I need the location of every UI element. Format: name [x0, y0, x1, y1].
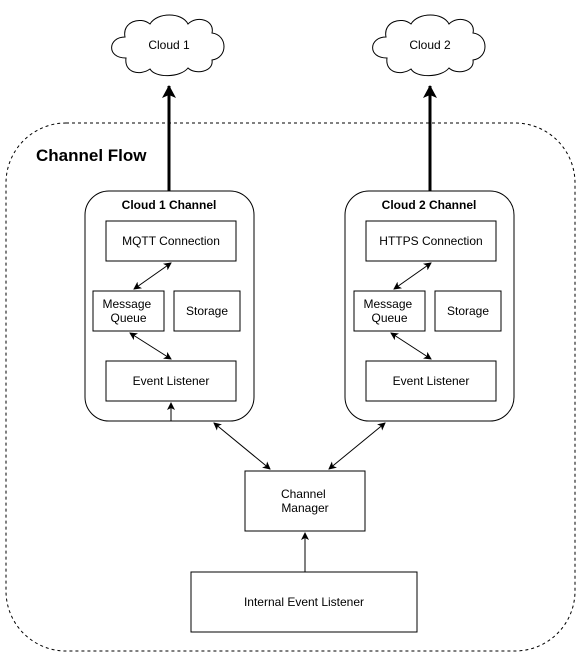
channel-manager-line2: Manager [281, 501, 328, 515]
message-queue-1-line2: Queue [110, 311, 146, 325]
event-listener-1-box [105, 360, 237, 402]
cloud-1-label: Cloud 1 [148, 38, 190, 52]
cloud-2-label: Cloud 2 [409, 38, 451, 52]
message-queue-2-box [353, 290, 426, 332]
cloud-2-channel: Cloud 2 Channel HTTPS Connection Message… [344, 190, 515, 422]
cloud-2-shape [372, 14, 486, 77]
message-queue-2-line2: Queue [371, 311, 407, 325]
channel-manager-line1: Channel [281, 487, 326, 501]
cloud-2-node: Cloud 2 [372, 14, 486, 77]
message-queue-1-box [92, 290, 165, 332]
channel-manager-label: Channel Manager [281, 487, 329, 515]
message-queue-1-label: Message Queue [102, 297, 154, 325]
storage-1-box [173, 290, 241, 332]
message-queue-2-line1: Message [363, 297, 412, 311]
internal-event-listener-box [190, 571, 418, 633]
cloud-2-channel-title: Cloud 2 Channel [382, 198, 477, 212]
event-listener-2-label: Event Listener [393, 374, 470, 388]
internal-event-listener-label: Internal Event Listener [244, 595, 364, 609]
group-title: Channel Flow [36, 146, 147, 165]
queue2-listener-arrow [390, 332, 432, 360]
cloud-1-channel-title: Cloud 1 Channel [122, 198, 217, 212]
queue2-https-arrow [393, 262, 432, 290]
message-queue-2-label: Message Queue [363, 297, 415, 325]
storage-2-label: Storage [447, 304, 489, 318]
queue1-listener-arrow [129, 332, 172, 360]
cloud-1-channel: Cloud 1 Channel MQTT Connection Message … [84, 190, 255, 422]
channel1-manager-arrow [213, 422, 271, 470]
storage-2-box [434, 290, 502, 332]
channel-flow-group [5, 122, 576, 652]
message-queue-1-line1: Message [102, 297, 151, 311]
cloud-1-shape [111, 14, 225, 77]
mqtt-connection-box [105, 220, 237, 262]
internal-event-listener-node: Internal Event Listener [190, 571, 418, 633]
queue1-mqtt-arrow [133, 262, 172, 290]
mqtt-connection-label: MQTT Connection [122, 234, 220, 248]
https-connection-label: HTTPS Connection [379, 234, 482, 248]
channel2-manager-arrow [328, 422, 386, 470]
https-connection-box [365, 220, 497, 262]
channel-manager-node: Channel Manager [244, 470, 366, 532]
channel-manager-box [244, 470, 366, 532]
storage-1-label: Storage [186, 304, 228, 318]
event-listener-2-box [365, 360, 497, 402]
cloud-1-node: Cloud 1 [111, 14, 225, 77]
event-listener-1-label: Event Listener [133, 374, 210, 388]
